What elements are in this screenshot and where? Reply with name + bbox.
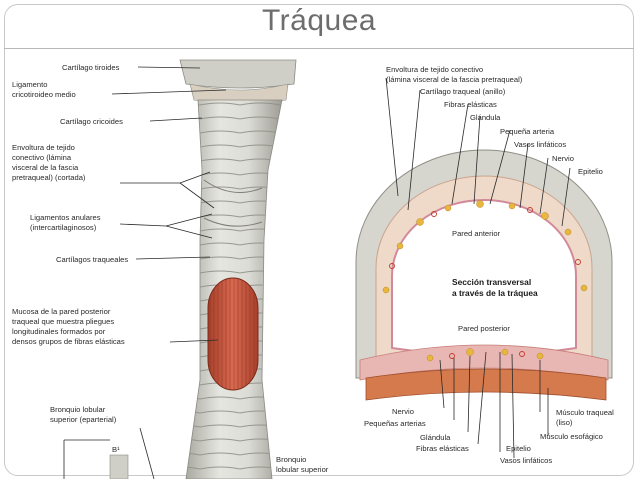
- label-b-gland: Glándula: [420, 433, 451, 442]
- left-leader-lines: [63, 66, 227, 479]
- segment-bronchus-stub: [109, 454, 129, 479]
- label-b-lymph: Vasos linfáticos: [500, 456, 552, 465]
- label-annular-2: (intercartilaginosos): [30, 223, 97, 232]
- label-bronchus-lower-1: Bronquio: [276, 455, 306, 464]
- label-r-nerve: Nervio: [552, 154, 574, 163]
- label-mucosa-2: traqueal que muestra pliegues: [12, 317, 114, 326]
- label-segment-b1: B¹: [112, 445, 120, 454]
- esophageal-muscle: [365, 368, 607, 401]
- label-cricoid-cartilage: Cartílago cricoides: [60, 117, 123, 126]
- label-cricothyroid-2: cricotiroideo medio: [12, 90, 76, 99]
- label-posterior-wall: Pared posterior: [458, 324, 510, 333]
- thyroid-cartilage: [179, 59, 297, 89]
- label-envelope-4: pretraqueal) (cortada): [12, 173, 86, 182]
- trachea-external-view: [179, 59, 297, 479]
- label-annular-1: Ligamentos anulares: [30, 213, 101, 222]
- label-r-ring: Cartílago traqueal (anillo): [420, 87, 506, 96]
- title-divider: [4, 48, 634, 49]
- small-vessels: [389, 207, 581, 359]
- right-leader-lines: [385, 77, 571, 459]
- label-envelope-2: conectivo (lámina: [12, 153, 72, 162]
- label-b-esophageal: Músculo esofágico: [540, 432, 603, 441]
- label-b-nerve: Nervio: [392, 407, 414, 416]
- label-cricothyroid-1: Ligamento: [12, 80, 47, 89]
- label-section-1: Sección transversal: [452, 277, 531, 287]
- label-b-arteries: Pequeñas arterias: [364, 419, 426, 428]
- slide-title: Tráquea: [261, 4, 377, 37]
- label-mucosa-3: longitudinales formados por: [12, 327, 106, 336]
- label-b-epithelium: Epitelio: [506, 444, 531, 453]
- label-tracheal-cartilages: Cartílagos traqueales: [56, 255, 128, 264]
- label-anterior-wall: Pared anterior: [452, 229, 501, 238]
- label-r-envelope-1: Envoltura de tejido conectivo: [386, 65, 483, 74]
- trachea-cross-section: [355, 149, 613, 401]
- label-bronchus-upper-2: superior (eparterial): [50, 415, 117, 424]
- label-envelope-1: Envoltura de tejido: [12, 143, 75, 152]
- label-r-epithelium: Epitelio: [578, 167, 603, 176]
- label-r-elastic: Fibras elásticas: [444, 100, 497, 109]
- label-envelope-3: visceral de la fascia: [12, 163, 79, 172]
- label-b-muscle-1: Músculo traqueal: [556, 408, 614, 417]
- label-r-gland: Glándula: [470, 113, 501, 122]
- label-mucosa-1: Mucosa de la pared posterior: [12, 307, 111, 316]
- label-bronchus-lower-2: lobular superior: [276, 465, 329, 474]
- label-section-2: a través de la tráquea: [452, 288, 538, 298]
- label-r-lymph: Vasos linfáticos: [514, 140, 566, 149]
- label-b-elastic: Fibras elásticas: [416, 444, 469, 453]
- posterior-wall: [359, 344, 609, 381]
- glands: [382, 200, 588, 362]
- label-bronchus-upper-1: Bronquio lobular: [50, 405, 106, 414]
- label-mucosa-4: densos grupos de fibras elásticas: [12, 337, 125, 346]
- label-r-envelope-2: (lámina visceral de la fascia pretraquea…: [386, 75, 523, 84]
- label-b-muscle-2: (liso): [556, 418, 573, 427]
- label-thyroid-cartilage: Cartílago tiroides: [62, 63, 120, 72]
- label-r-artery: Pequeña arteria: [500, 127, 555, 136]
